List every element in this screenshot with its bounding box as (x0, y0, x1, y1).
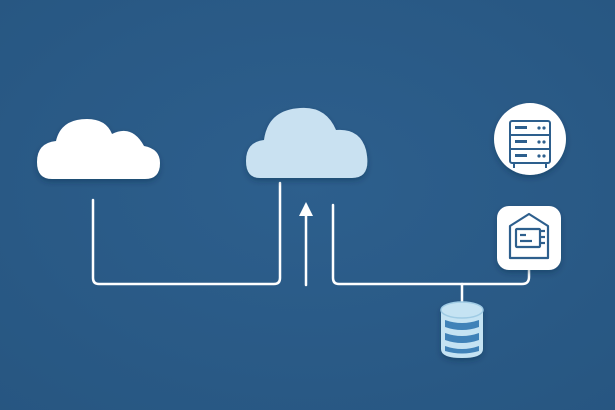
center-cloud-shape (246, 107, 368, 178)
database-bands (445, 320, 479, 354)
cloud-icon (37, 119, 160, 179)
document-building-icon (497, 206, 561, 270)
server-rack-body (509, 120, 551, 168)
building-outline (508, 212, 550, 260)
connector-center-to-building (331, 203, 531, 286)
cloud-icon (246, 107, 368, 178)
connector-left-cloud-to-center (91, 181, 282, 286)
server-circle (494, 103, 566, 175)
database-top (441, 302, 483, 318)
server-rack-icon (494, 103, 566, 175)
building-card (497, 206, 561, 270)
database-icon (440, 301, 484, 358)
arrow-up-icon (299, 202, 313, 216)
database-top-rim (440, 301, 484, 319)
connectors (91, 181, 531, 304)
left-cloud-shape (37, 119, 160, 179)
server-rack-lights (515, 126, 546, 158)
